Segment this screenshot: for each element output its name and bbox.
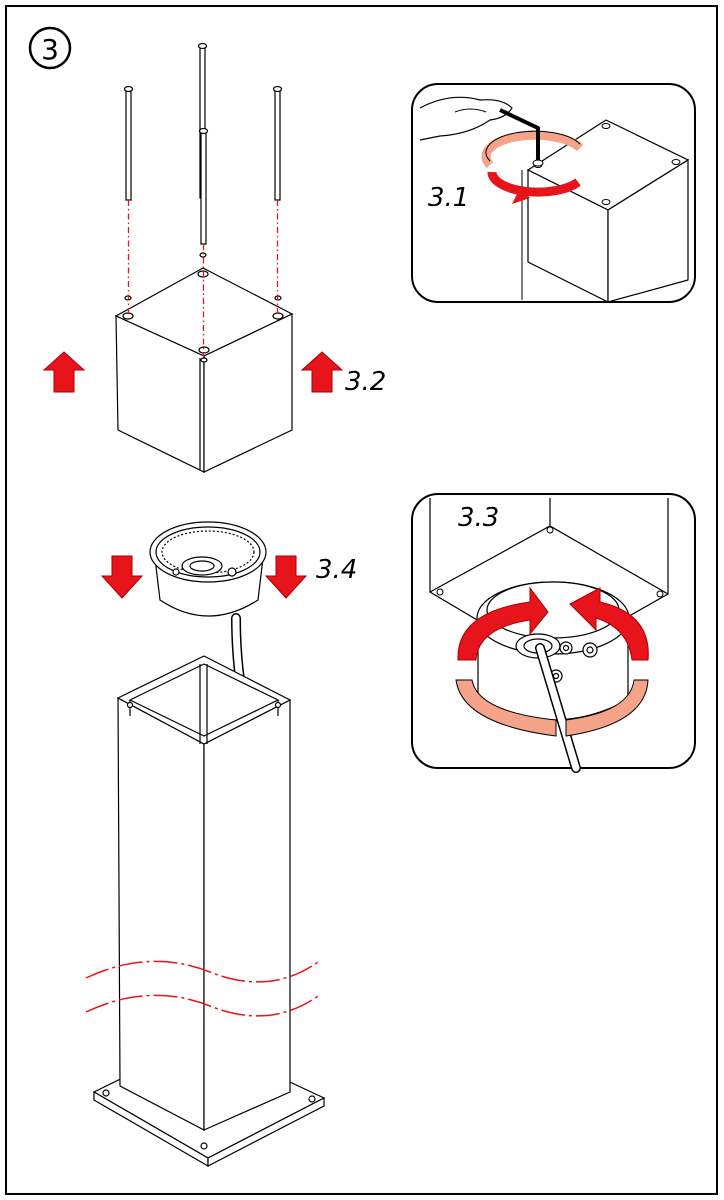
detail-panel-3-1: 3.1 (411, 83, 696, 303)
step-number-badge: 3 (28, 26, 72, 70)
length-break-lines (85, 960, 319, 1017)
lift-arrow-right (300, 351, 344, 393)
screw-guide-lines (127, 200, 279, 356)
step-number: 3 (41, 33, 59, 66)
lamp-post (92, 655, 326, 1168)
detail-panel-3-3: 3.3 (411, 493, 696, 773)
lower-arrow-right (264, 555, 308, 599)
page-frame (5, 5, 718, 1195)
lift-arrow-left (42, 351, 86, 393)
detail-3-3-label: 3.3 (458, 503, 499, 533)
lamp-head-cube (114, 252, 294, 473)
detail-3-1-label: 3.1 (428, 183, 469, 213)
callout-lift-label: 3.2 (345, 367, 386, 397)
long-screws (123, 42, 283, 245)
lower-arrow-left (100, 555, 144, 599)
callout-lower-label: 3.4 (316, 555, 357, 585)
